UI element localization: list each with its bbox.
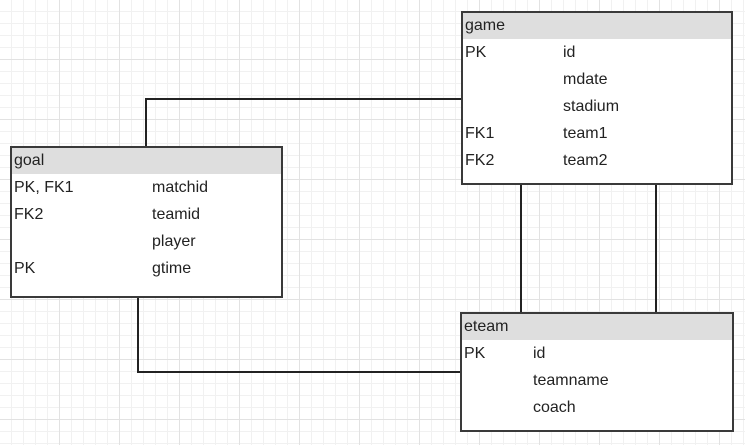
field-name: mdate	[563, 71, 608, 88]
entity-row: PK, FK1 matchid	[12, 174, 281, 201]
field-name: gtime	[152, 260, 192, 277]
key-label: PK	[14, 260, 36, 277]
field-name: player	[152, 233, 196, 250]
entity-row: FK1 team1	[463, 120, 731, 147]
field-name: id	[563, 44, 576, 61]
field-name: team2	[563, 152, 608, 169]
entity-row: stadium	[463, 93, 731, 120]
key-label: FK1	[465, 125, 495, 142]
entity-title: goal	[12, 148, 281, 174]
entity-game[interactable]: game PK id mdate stadium FK1 team1 FK2 t…	[461, 11, 733, 185]
entity-title: eteam	[462, 314, 732, 340]
entity-row: PK id	[462, 340, 732, 367]
key-label: FK2	[14, 206, 44, 223]
field-name: id	[533, 345, 546, 362]
field-name: matchid	[152, 179, 209, 196]
field-name: teamname	[533, 372, 609, 389]
entity-row: FK2 team2	[463, 147, 731, 174]
field-name: stadium	[563, 98, 620, 115]
entity-row: PK id	[463, 39, 731, 66]
entity-row: mdate	[463, 66, 731, 93]
key-label: FK2	[465, 152, 495, 169]
entity-row: player	[12, 228, 281, 255]
key-label: PK	[465, 44, 487, 61]
field-name: teamid	[152, 206, 201, 223]
entity-eteam[interactable]: eteam PK id teamname coach	[460, 312, 734, 432]
key-label: PK, FK1	[14, 179, 74, 196]
connector-goal-to-eteam	[137, 298, 460, 373]
entity-row: teamname	[462, 367, 732, 394]
entity-row: PK gtime	[12, 255, 281, 282]
entity-row: FK2 teamid	[12, 201, 281, 228]
entity-goal[interactable]: goal PK, FK1 matchid FK2 teamid player P…	[10, 146, 283, 298]
key-label: PK	[464, 345, 486, 362]
connector-goal-to-game	[145, 98, 461, 146]
field-name: team1	[563, 125, 608, 142]
field-name: coach	[533, 399, 576, 416]
entity-title: game	[463, 13, 731, 39]
entity-row: coach	[462, 394, 732, 421]
